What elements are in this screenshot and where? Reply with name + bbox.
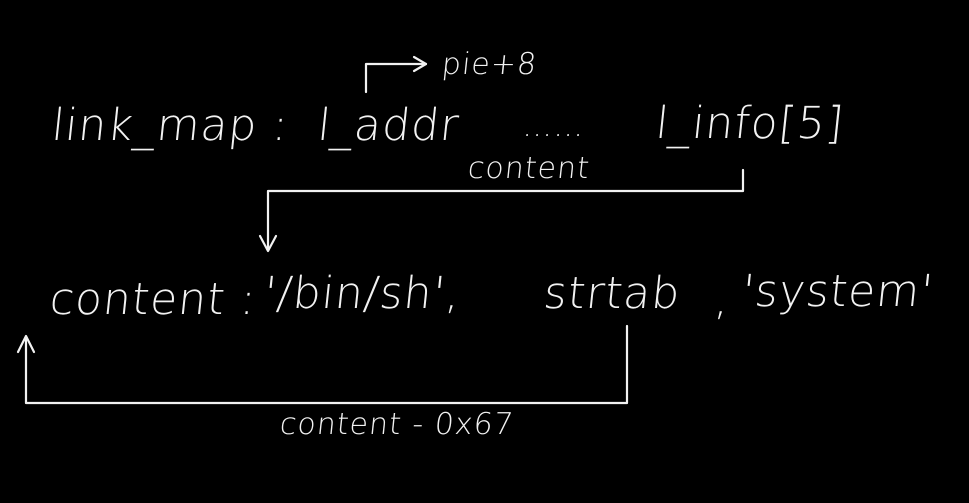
link-map-label: link_map : [49, 100, 292, 151]
binsh-string: '/bin/sh', [261, 268, 464, 319]
pie-arrow [364, 55, 428, 94]
strtab-field: strtab [541, 268, 684, 319]
l-info-to-content-arrow [258, 168, 745, 253]
pie-offset-label: pie+8 [440, 47, 539, 82]
ellipsis-fields: …… [521, 109, 587, 144]
content-arrow-label: content [466, 151, 592, 186]
l-info-field: l_info[5] [653, 98, 847, 149]
content-offset-label: content - 0x67 [278, 407, 516, 442]
strtab-to-content-arrow [16, 324, 629, 405]
content-label: content : [47, 274, 260, 325]
system-string: 'system' [739, 266, 936, 317]
l-addr-field: l_addr [315, 100, 462, 151]
